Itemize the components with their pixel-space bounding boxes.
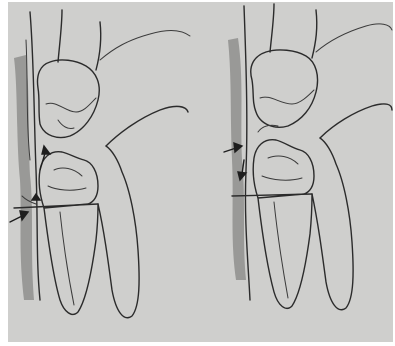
paper-background (8, 2, 393, 342)
